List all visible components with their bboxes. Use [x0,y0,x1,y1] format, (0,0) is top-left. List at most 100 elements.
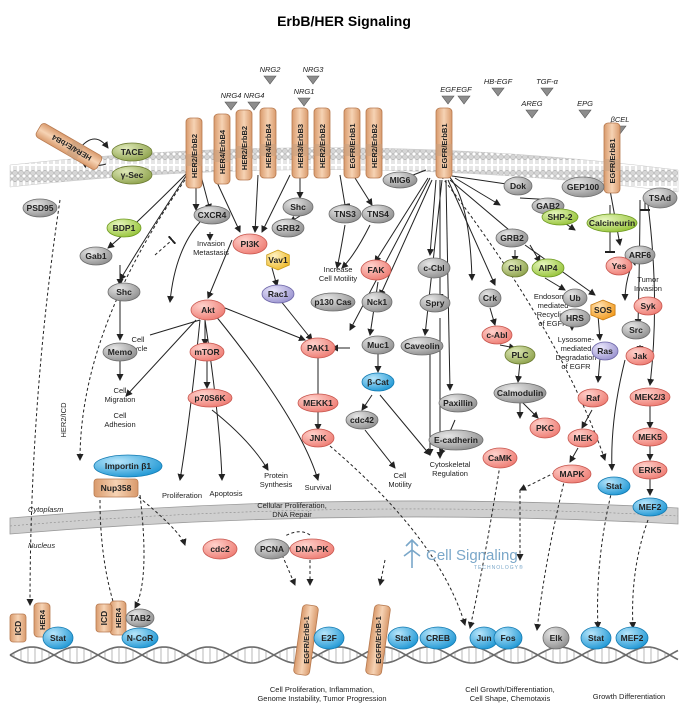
svg-text:PAK1: PAK1 [307,343,329,353]
svg-text:Cell Proliferation, Inflammati: Cell Proliferation, Inflammation,Genome … [257,685,386,703]
node-pkc: PKC [529,417,561,439]
svg-text:HER2/ErbB2: HER2/ErbB2 [318,124,327,168]
svg-text:Src: Src [629,325,643,335]
svg-text:GRB2: GRB2 [500,233,524,243]
node-jak: Jak [625,346,655,366]
node-gep100: GEP100 [561,176,605,198]
svg-text:Elk: Elk [550,633,563,643]
svg-text:TGF-α: TGF-α [536,77,558,86]
node-mtor: mTOR [189,342,225,362]
svg-text:TSAd: TSAd [649,193,671,203]
receptor-her2-erbb2: HER2/ErbB2 [235,109,253,181]
node-calmodulin: Calmodulin [493,382,547,404]
ligand-areg: AREG [520,99,543,119]
node-ccbl: c-Cbl [417,257,451,279]
svg-text:Vav1: Vav1 [268,255,288,265]
svg-text:GRB2: GRB2 [276,223,300,233]
svg-text:Caveolin: Caveolin [404,341,439,351]
node-bdp1: BDP1 [106,218,142,238]
svg-text:Growth Differentiation: Growth Differentiation [593,692,665,701]
receptor-her2-erbb2: HER2/ErbB2 [365,107,383,179]
svg-text:Cellular Proliferation,DNA Rep: Cellular Proliferation,DNA Repair [257,501,327,519]
node-p70s6k: p70S6K [187,388,233,408]
svg-text:NRG4: NRG4 [244,91,265,100]
node-pak1: PAK1 [300,337,336,359]
svg-text:Syk: Syk [640,301,655,311]
svg-text:Raf: Raf [586,393,600,403]
svg-text:ARF6: ARF6 [629,250,651,260]
svg-text:Apoptosis: Apoptosis [210,489,243,498]
svg-text:MEF2: MEF2 [621,633,644,643]
node-raf: Raf [577,388,609,408]
receptor-her4-erbb4: HER4/ErbB4 [213,113,231,185]
node-hrs: HRS [559,308,591,328]
svg-text:EGFR/ErbB1: EGFR/ErbB1 [440,123,449,168]
logo-sub: TECHNOLOGY® [474,564,524,571]
node-vav1: Vav1 [266,249,290,271]
node-tns4: TNS4 [361,204,395,224]
svg-text:ICD: ICD [99,611,109,626]
svg-text:MAPK: MAPK [559,469,585,479]
svg-text:Memo: Memo [108,347,133,357]
svg-text:Ras: Ras [597,346,613,356]
svg-text:SHP-2: SHP-2 [547,212,572,222]
svg-text:EPG: EPG [577,99,593,108]
node-e2f: E2F [313,626,345,650]
svg-text:γ-Sec: γ-Sec [121,170,144,180]
node-elk: Elk [542,626,570,650]
ligand-egf: EGF [456,85,472,105]
svg-text:HER4: HER4 [114,607,123,628]
receptor-egfr-erbb1: EGFR/ErbB1 [603,122,621,194]
svg-text:E2F: E2F [321,633,337,643]
node-tab2: TAB2 [125,608,155,628]
svg-text:PLC: PLC [512,350,529,360]
svg-text:FAK: FAK [368,265,386,275]
node-src: Src [621,320,651,340]
node-camk: CaMK [482,447,518,469]
svg-text:Proliferation: Proliferation [162,491,202,500]
svg-text:SOS: SOS [594,305,612,315]
her2-icd-label: HER2/ICD [59,402,68,438]
node-tsad: TSAd [642,187,678,209]
svg-text:CXCR4: CXCR4 [198,210,227,220]
svg-text:p130 Cas: p130 Cas [314,297,352,307]
node-plc: PLC [504,345,536,365]
svg-text:AIP4: AIP4 [539,263,558,273]
svg-text:Akt: Akt [201,305,215,315]
receptor-her3-erbb3: HER3/ErbB3 [291,107,309,179]
node-p130cas: p130 Cas [310,292,356,312]
invasion-line1: Invasion [197,239,225,248]
svg-text:HER4: HER4 [38,609,47,630]
node-fak: FAK [360,259,392,281]
svg-text:HB-EGF: HB-EGF [484,77,513,86]
node-mek5: MEK5 [632,427,668,447]
svg-text:Gab1: Gab1 [85,251,107,261]
svg-text:Shc: Shc [290,202,306,212]
node-tace: TACE [111,142,153,162]
node-ncor: N-CoR [121,627,159,649]
node-importin: Importin β1 [93,454,163,478]
svg-text:MEK5: MEK5 [638,432,662,442]
node-nck1: Nck1 [361,291,393,313]
node-yes: Yes [605,256,633,276]
node-stat_n1: Stat [42,626,74,650]
node-grb2a: GRB2 [271,218,305,238]
svg-text:TAB2: TAB2 [129,613,151,623]
cst-logo: Cell Signaling TECHNOLOGY® [403,538,524,571]
svg-text:Cbl: Cbl [508,263,522,273]
node-mek: MEK [567,428,599,448]
node-memo: Memo [102,342,138,362]
svg-text:PI3K: PI3K [241,239,261,249]
svg-text:Survival: Survival [305,483,332,492]
svg-text:TNS3: TNS3 [334,209,356,219]
svg-text:EGFR/ErbB-1: EGFR/ErbB-1 [374,616,383,664]
node-mekk1: MEKK1 [297,393,339,413]
svg-text:c-Cbl: c-Cbl [423,263,444,273]
receptor-egfr-erbb1: EGFR/ErbB1 [435,107,453,179]
ligand-hb-egf: HB-EGF [484,77,513,97]
